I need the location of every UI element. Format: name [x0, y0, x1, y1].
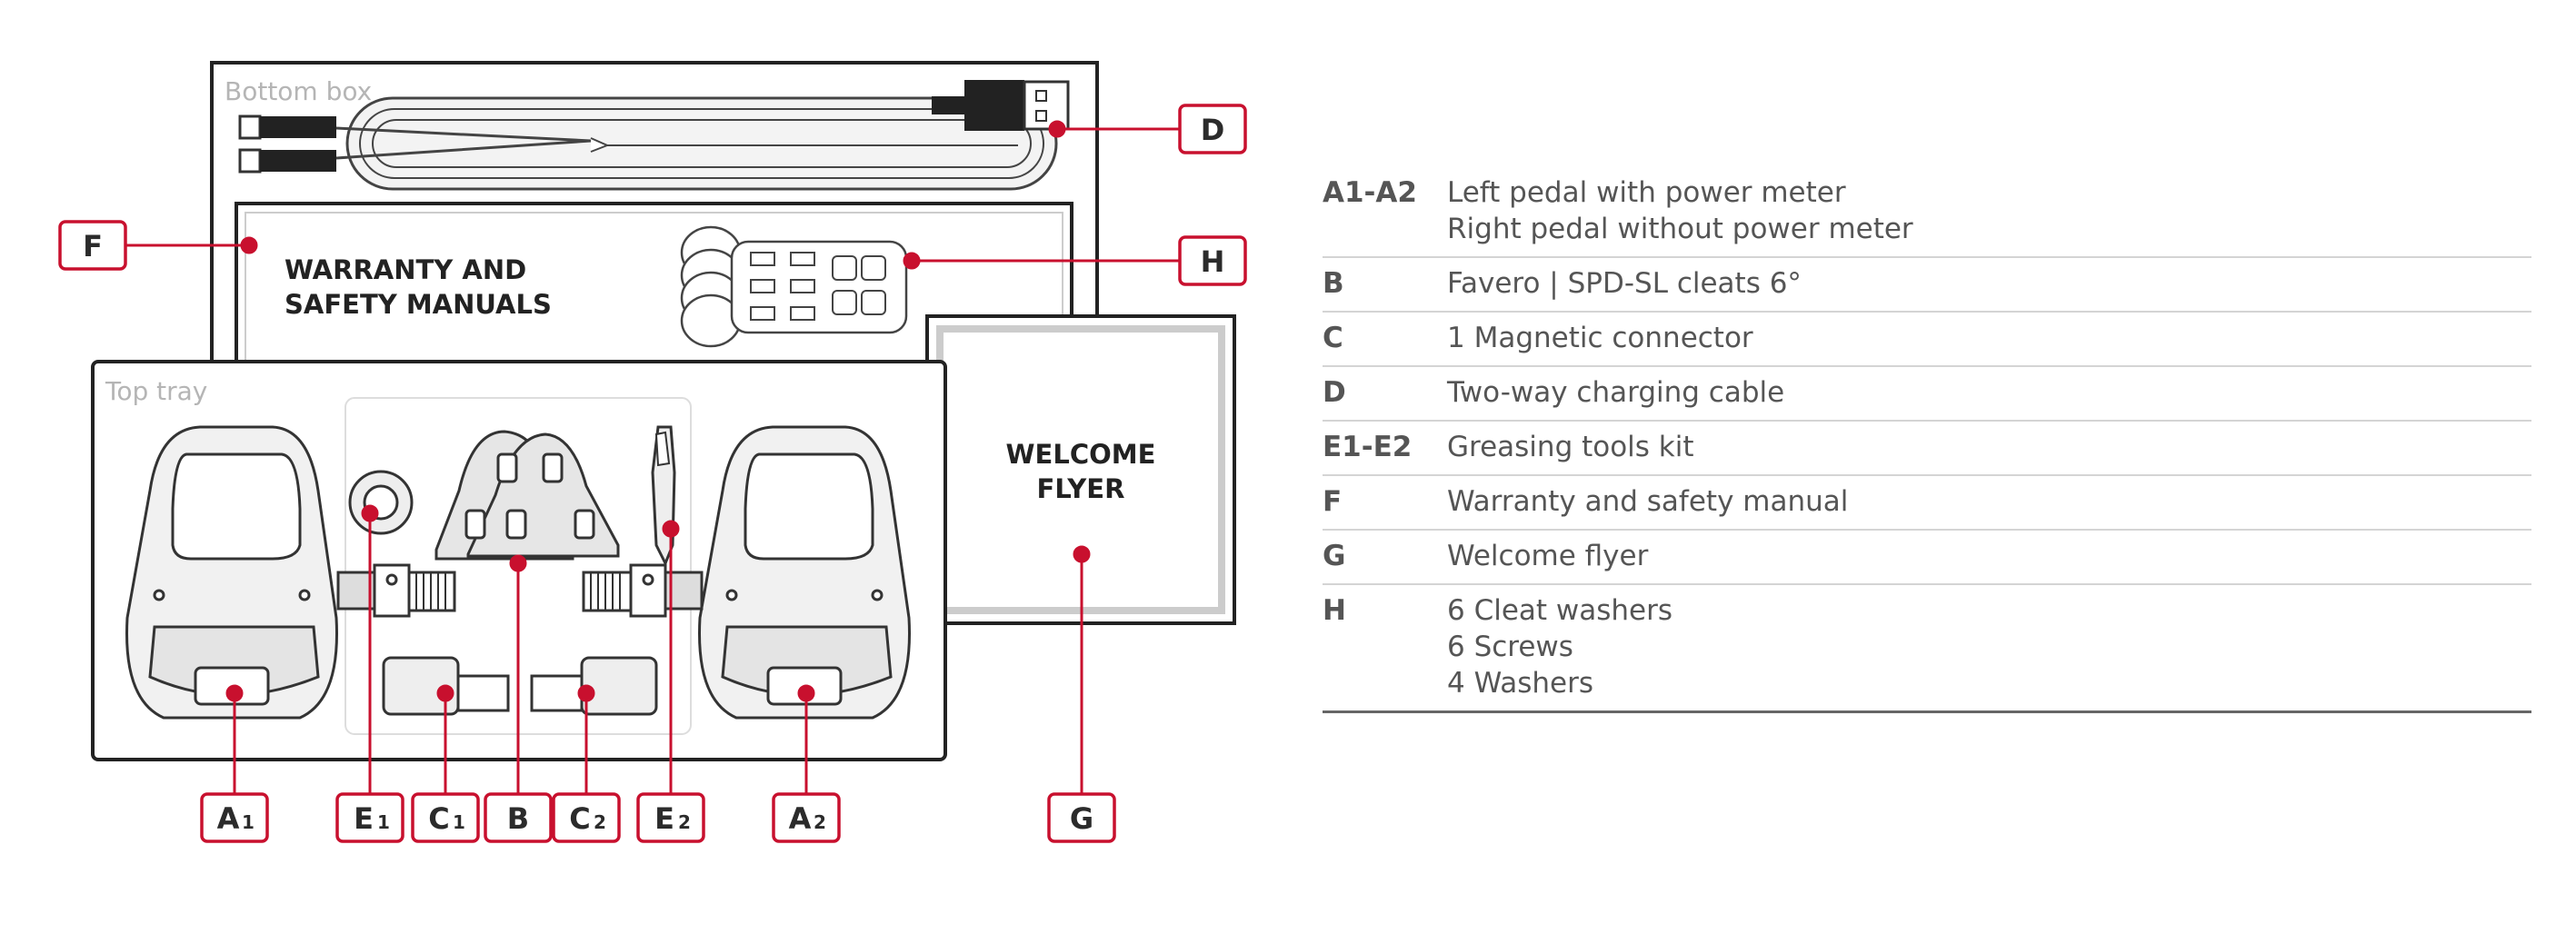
legend-row: C 1 Magnetic connector — [1323, 313, 2531, 367]
top-tray-label: Top tray — [105, 376, 207, 406]
flyer-title-line1: WELCOME — [1006, 439, 1156, 470]
legend-desc: 1 Magnetic connector — [1447, 320, 2531, 356]
legend-line: 1 Magnetic connector — [1447, 322, 1753, 354]
callout-C1: C 1 — [411, 792, 480, 843]
legend-desc: Welcome flyer — [1447, 538, 2531, 574]
svg-text:E: E — [354, 801, 374, 836]
legend-line: Two-way charging cable — [1447, 376, 1785, 409]
usb-a-connector-icon — [932, 80, 1070, 131]
washers-and-screws — [680, 225, 908, 348]
right-pedal-icon — [582, 425, 911, 720]
callout-F: F — [58, 220, 127, 271]
svg-text:A: A — [217, 801, 240, 836]
callout-G: G — [1047, 792, 1116, 843]
legend-code: D — [1323, 376, 1346, 409]
legend-code: E1-E2 — [1323, 431, 1413, 463]
legend-line: Warranty and safety manual — [1447, 485, 1849, 518]
svg-text:H: H — [1201, 244, 1225, 279]
usb-c-connector-icon — [238, 114, 336, 174]
svg-text:G: G — [1070, 801, 1093, 836]
legend-line: Welcome flyer — [1447, 540, 1649, 572]
legend-line: 6 Cleat washers — [1447, 594, 1673, 627]
legend-row: E1-E2 Greasing tools kit — [1323, 422, 2531, 476]
legend-code: G — [1323, 540, 1346, 572]
svg-text:A: A — [789, 801, 812, 836]
legend-line: Right pedal without power meter — [1447, 213, 1913, 245]
callout-leaders — [125, 120, 1180, 798]
svg-text:E: E — [654, 801, 674, 836]
callout-D: D — [1178, 104, 1247, 154]
legend-row: D Two-way charging cable — [1323, 367, 2531, 422]
callout-B: B — [484, 792, 553, 843]
manual-title-line1: WARRANTY AND — [285, 254, 526, 285]
legend-desc: Two-way charging cable — [1447, 374, 2531, 411]
legend-code: C — [1323, 322, 1343, 354]
callout-A2: A 2 — [772, 792, 841, 843]
bottom-box: Bottom box WARRANT — [210, 61, 1099, 383]
svg-text:2: 2 — [678, 811, 691, 833]
legend-desc: Greasing tools kit — [1447, 429, 2531, 465]
legend-code: H — [1323, 594, 1346, 627]
left-pedal-icon — [125, 425, 456, 720]
callout-C2: C 2 — [552, 792, 621, 843]
charging-cable — [335, 96, 1058, 191]
legend-line: Greasing tools kit — [1447, 431, 1694, 463]
legend-desc: Favero | SPD-SL cleats 6° — [1447, 265, 2531, 302]
legend-row: F Warranty and safety manual — [1323, 476, 2531, 531]
callout-H: H — [1178, 235, 1247, 286]
flyer-title-line2: FLYER — [1037, 473, 1125, 504]
welcome-flyer: WELCOME FLYER — [925, 314, 1236, 625]
contents-legend: A1-A2 Left pedal with power meter Right … — [1323, 167, 2531, 713]
legend-line: Left pedal with power meter — [1447, 176, 1846, 209]
legend-row: B Favero | SPD-SL cleats 6° — [1323, 258, 2531, 313]
grease-ring-icon — [348, 470, 414, 535]
legend-desc: Left pedal with power meter Right pedal … — [1447, 174, 2531, 247]
svg-text:C: C — [569, 801, 590, 836]
svg-text:D: D — [1201, 113, 1225, 147]
legend-row: G Welcome flyer — [1323, 531, 2531, 585]
callout-E2: E 2 — [636, 792, 705, 843]
package-contents-diagram: Bottom box WARRANT — [58, 61, 1247, 843]
bottom-box-label: Bottom box — [225, 76, 372, 106]
legend-code: B — [1323, 267, 1344, 300]
svg-text:B: B — [507, 801, 529, 836]
legend-code: F — [1323, 485, 1343, 518]
svg-text:F: F — [83, 229, 103, 263]
svg-text:1: 1 — [453, 811, 465, 833]
svg-text:2: 2 — [594, 811, 606, 833]
svg-text:2: 2 — [814, 811, 826, 833]
callout-E1: E 1 — [335, 792, 404, 843]
legend-row: A1-A2 Left pedal with power meter Right … — [1323, 167, 2531, 258]
legend-desc: 6 Cleat washers 6 Screws 4 Washers — [1447, 592, 2531, 701]
legend-code: A1-A2 — [1323, 176, 1417, 209]
top-tray: Top tray — [91, 360, 947, 761]
svg-text:1: 1 — [242, 811, 255, 833]
legend-desc: Warranty and safety manual — [1447, 483, 2531, 520]
svg-text:1: 1 — [377, 811, 390, 833]
legend-line: 4 Washers — [1447, 667, 1594, 700]
legend-line: 6 Screws — [1447, 631, 1573, 663]
legend-line: Favero | SPD-SL cleats 6° — [1447, 267, 1802, 300]
callout-A1: A 1 — [200, 792, 269, 843]
manual-title-line2: SAFETY MANUALS — [285, 289, 552, 320]
legend-row: H 6 Cleat washers 6 Screws 4 Washers — [1323, 585, 2531, 713]
cleats-icon — [434, 430, 620, 561]
svg-text:C: C — [428, 801, 449, 836]
